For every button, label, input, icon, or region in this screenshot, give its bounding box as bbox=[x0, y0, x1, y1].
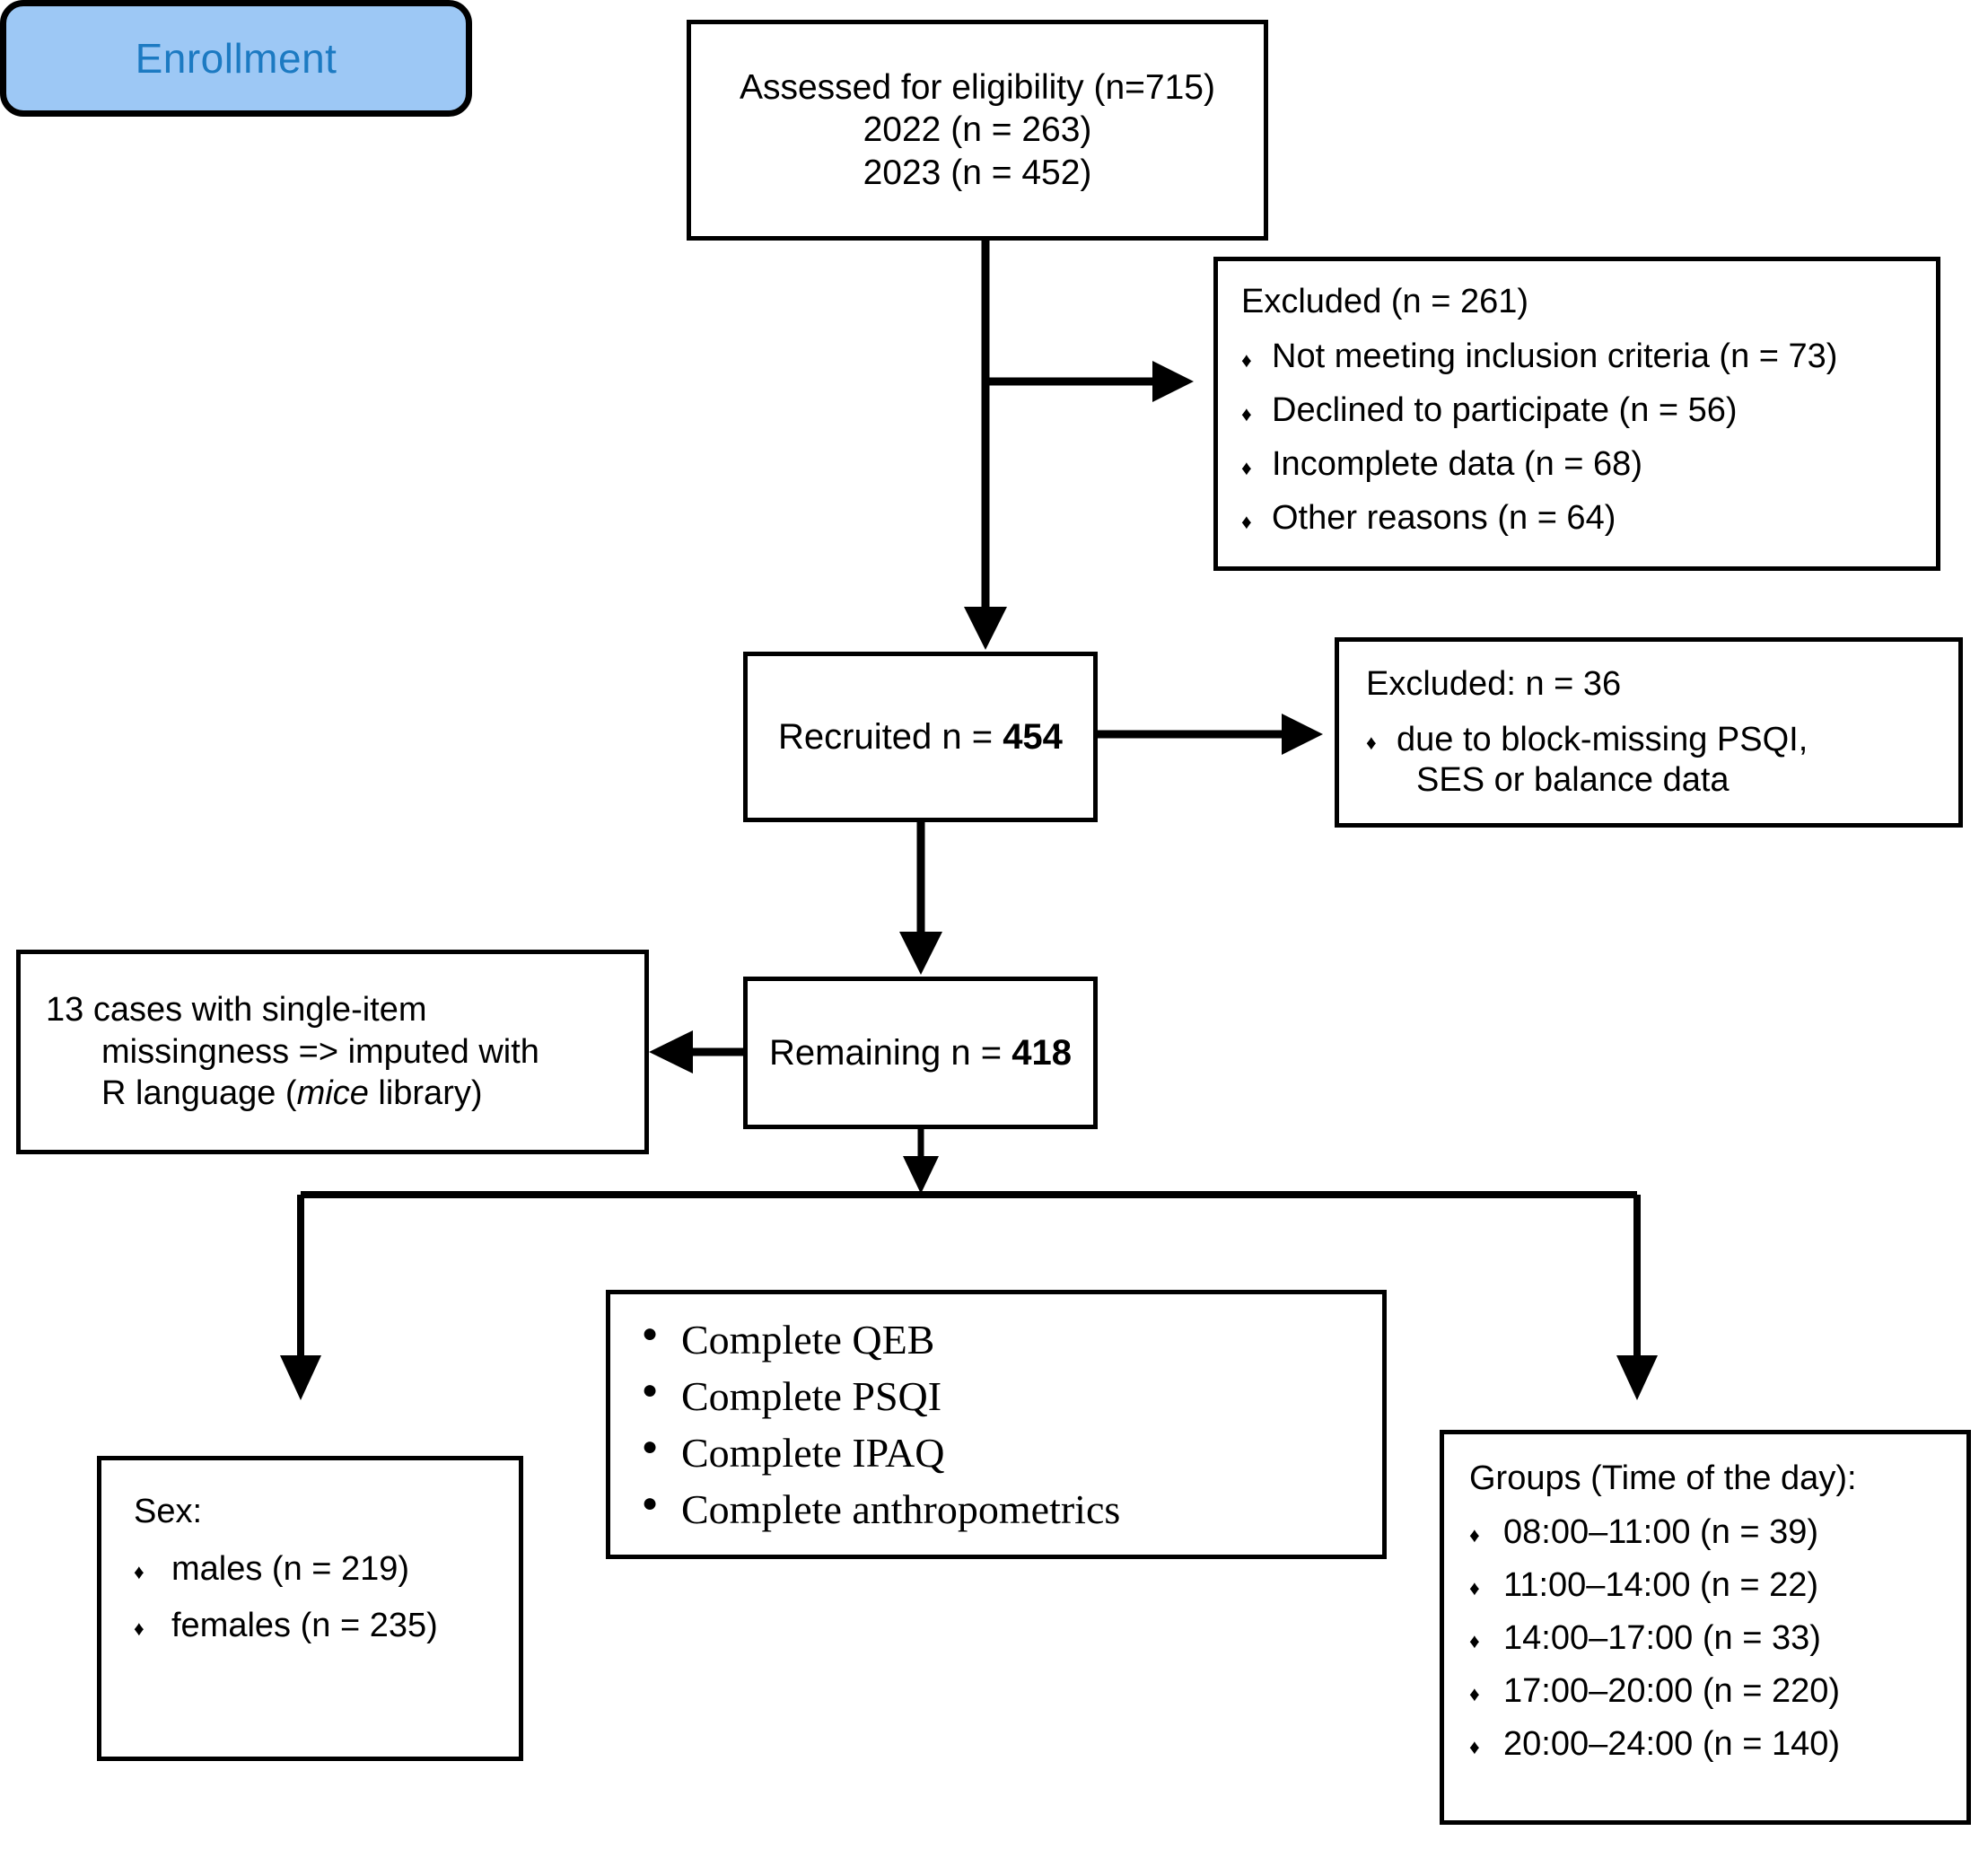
diamond-bullet-icon: ♦ bbox=[1469, 1576, 1480, 1600]
list-item-label: 20:00–24:00 (n = 140) bbox=[1503, 1725, 1841, 1764]
imputed-library-name: mice bbox=[296, 1074, 369, 1113]
recruited-value: 454 bbox=[1003, 716, 1063, 757]
imputed-line-3-prefix: R language ( bbox=[101, 1074, 297, 1113]
remaining-text: Remaining n = 418 bbox=[748, 1031, 1093, 1075]
list-item-label: 11:00–14:00 (n = 22) bbox=[1503, 1566, 1819, 1605]
completed-measures-box: ● Complete QEB ● Complete PSQI ● Complet… bbox=[606, 1290, 1387, 1559]
groups-heading: Groups (Time of the day): bbox=[1469, 1459, 1857, 1497]
list-item-label: Declined to participate (n = 56) bbox=[1272, 391, 1738, 430]
imputed-line-3-suffix: library) bbox=[368, 1074, 483, 1113]
diamond-bullet-icon: ♦ bbox=[1241, 456, 1252, 480]
diamond-bullet-icon: ♦ bbox=[1469, 1735, 1480, 1759]
assessed-for-eligibility-box: Assessed for eligibility (n=715) 2022 (n… bbox=[687, 20, 1268, 241]
list-item-label: Not meeting inclusion criteria (n = 73) bbox=[1272, 337, 1838, 376]
list-item: ♦ 14:00–17:00 (n = 33) bbox=[1469, 1619, 1988, 1658]
round-bullet-icon: ● bbox=[642, 1488, 659, 1518]
list-item: ♦ Incomplete data (n = 68) bbox=[1241, 445, 1959, 484]
diamond-bullet-icon: ♦ bbox=[1366, 731, 1377, 755]
list-item-label: Complete QEB bbox=[681, 1317, 935, 1363]
list-item: ♦ Not meeting inclusion criteria (n = 73… bbox=[1241, 337, 1959, 376]
list-item-label: 14:00–17:00 (n = 33) bbox=[1503, 1619, 1821, 1658]
enrollment-stage-badge: Enrollment bbox=[0, 0, 472, 117]
time-of-day-groups-box: Groups (Time of the day): ♦ 08:00–11:00 … bbox=[1440, 1430, 1971, 1825]
excluded-261-heading: Excluded (n = 261) bbox=[1241, 283, 1529, 320]
remaining-box: Remaining n = 418 bbox=[743, 977, 1098, 1129]
diamond-bullet-icon: ♦ bbox=[1469, 1629, 1480, 1653]
connector-split-to-groups bbox=[1616, 1195, 1658, 1400]
list-item: ♦ 17:00–20:00 (n = 220) bbox=[1469, 1672, 1988, 1711]
list-item: ♦ Declined to participate (n = 56) bbox=[1241, 391, 1959, 430]
assessed-line-3: 2023 (n = 452) bbox=[863, 153, 1092, 192]
imputed-cases-box: 13 cases with single-item missingness =>… bbox=[16, 950, 649, 1154]
list-item: ♦ Other reasons (n = 64) bbox=[1241, 499, 1959, 538]
list-item: ♦ 08:00–11:00 (n = 39) bbox=[1469, 1513, 1988, 1552]
diamond-bullet-icon: ♦ bbox=[134, 1617, 145, 1641]
diamond-bullet-icon: ♦ bbox=[1241, 348, 1252, 372]
list-item: ● Complete PSQI bbox=[642, 1372, 1414, 1420]
remaining-prefix: Remaining n = bbox=[769, 1032, 1012, 1073]
list-item-label: 08:00–11:00 (n = 39) bbox=[1503, 1513, 1819, 1552]
list-item: ● Complete QEB bbox=[642, 1316, 1414, 1363]
imputed-line-1: 13 cases with single-item bbox=[46, 991, 427, 1030]
excluded-36-item-line-2: SES or balance data bbox=[1416, 761, 1730, 800]
diamond-bullet-icon: ♦ bbox=[134, 1560, 145, 1584]
list-item-label: Incomplete data (n = 68) bbox=[1272, 445, 1642, 484]
list-item-label: males (n = 219) bbox=[171, 1550, 410, 1589]
excluded-36-box: Excluded: n = 36 ♦ due to block-missing … bbox=[1335, 637, 1963, 828]
connector-recruited-to-excluded-36 bbox=[1098, 714, 1323, 755]
list-item-label: Complete PSQI bbox=[681, 1373, 942, 1419]
recruited-text: Recruited n = 454 bbox=[748, 715, 1093, 759]
imputed-line-3: R language (mice library) bbox=[46, 1073, 670, 1114]
list-item-label: Other reasons (n = 64) bbox=[1272, 499, 1616, 538]
list-item-label: Complete anthropometrics bbox=[681, 1486, 1121, 1532]
recruited-prefix: Recruited n = bbox=[778, 716, 1003, 757]
diamond-bullet-icon: ♦ bbox=[1241, 402, 1252, 426]
round-bullet-icon: ● bbox=[642, 1432, 659, 1461]
assessed-line-2: 2022 (n = 263) bbox=[863, 110, 1092, 150]
connector-recruited-to-remaining bbox=[899, 822, 942, 975]
list-item: ♦ males (n = 219) bbox=[134, 1550, 551, 1589]
connector-split-to-sex bbox=[280, 1195, 321, 1400]
remaining-value: 418 bbox=[1012, 1032, 1072, 1073]
list-item: ♦ 11:00–14:00 (n = 22) bbox=[1469, 1566, 1988, 1605]
imputed-line-2: missingness => imputed with bbox=[101, 1032, 539, 1071]
excluded-261-box: Excluded (n = 261) ♦ Not meeting inclusi… bbox=[1213, 257, 1940, 571]
list-item-label: females (n = 235) bbox=[171, 1607, 438, 1645]
list-item: ♦ females (n = 235) bbox=[134, 1607, 551, 1645]
sex-heading: Sex: bbox=[134, 1493, 203, 1530]
connector-assessed-to-recruited bbox=[964, 241, 1007, 650]
diamond-bullet-icon: ♦ bbox=[1469, 1682, 1480, 1706]
diamond-bullet-icon: ♦ bbox=[1469, 1523, 1480, 1547]
connector-to-excluded-261 bbox=[985, 361, 1194, 402]
list-item-label: Complete IPAQ bbox=[681, 1430, 945, 1476]
diamond-bullet-icon: ♦ bbox=[1241, 510, 1252, 534]
list-item-label: due to block-missing PSQI, bbox=[1397, 721, 1808, 759]
excluded-36-heading: Excluded: n = 36 bbox=[1366, 665, 1622, 703]
sex-distribution-box: Sex: ♦ males (n = 219) ♦ females (n = 23… bbox=[97, 1456, 523, 1761]
list-item-label: 17:00–20:00 (n = 220) bbox=[1503, 1672, 1841, 1711]
list-item: ● Complete IPAQ bbox=[642, 1429, 1414, 1477]
assessed-line-1: Assessed for eligibility (n=715) bbox=[739, 67, 1215, 107]
list-item: ♦ due to block-missing PSQI, bbox=[1366, 721, 1985, 759]
list-item: ● Complete anthropometrics bbox=[642, 1485, 1414, 1533]
recruited-box: Recruited n = 454 bbox=[743, 652, 1098, 822]
round-bullet-icon: ● bbox=[642, 1319, 659, 1348]
enrollment-label: Enrollment bbox=[135, 35, 337, 82]
round-bullet-icon: ● bbox=[642, 1375, 659, 1405]
list-item: ♦ 20:00–24:00 (n = 140) bbox=[1469, 1725, 1988, 1764]
